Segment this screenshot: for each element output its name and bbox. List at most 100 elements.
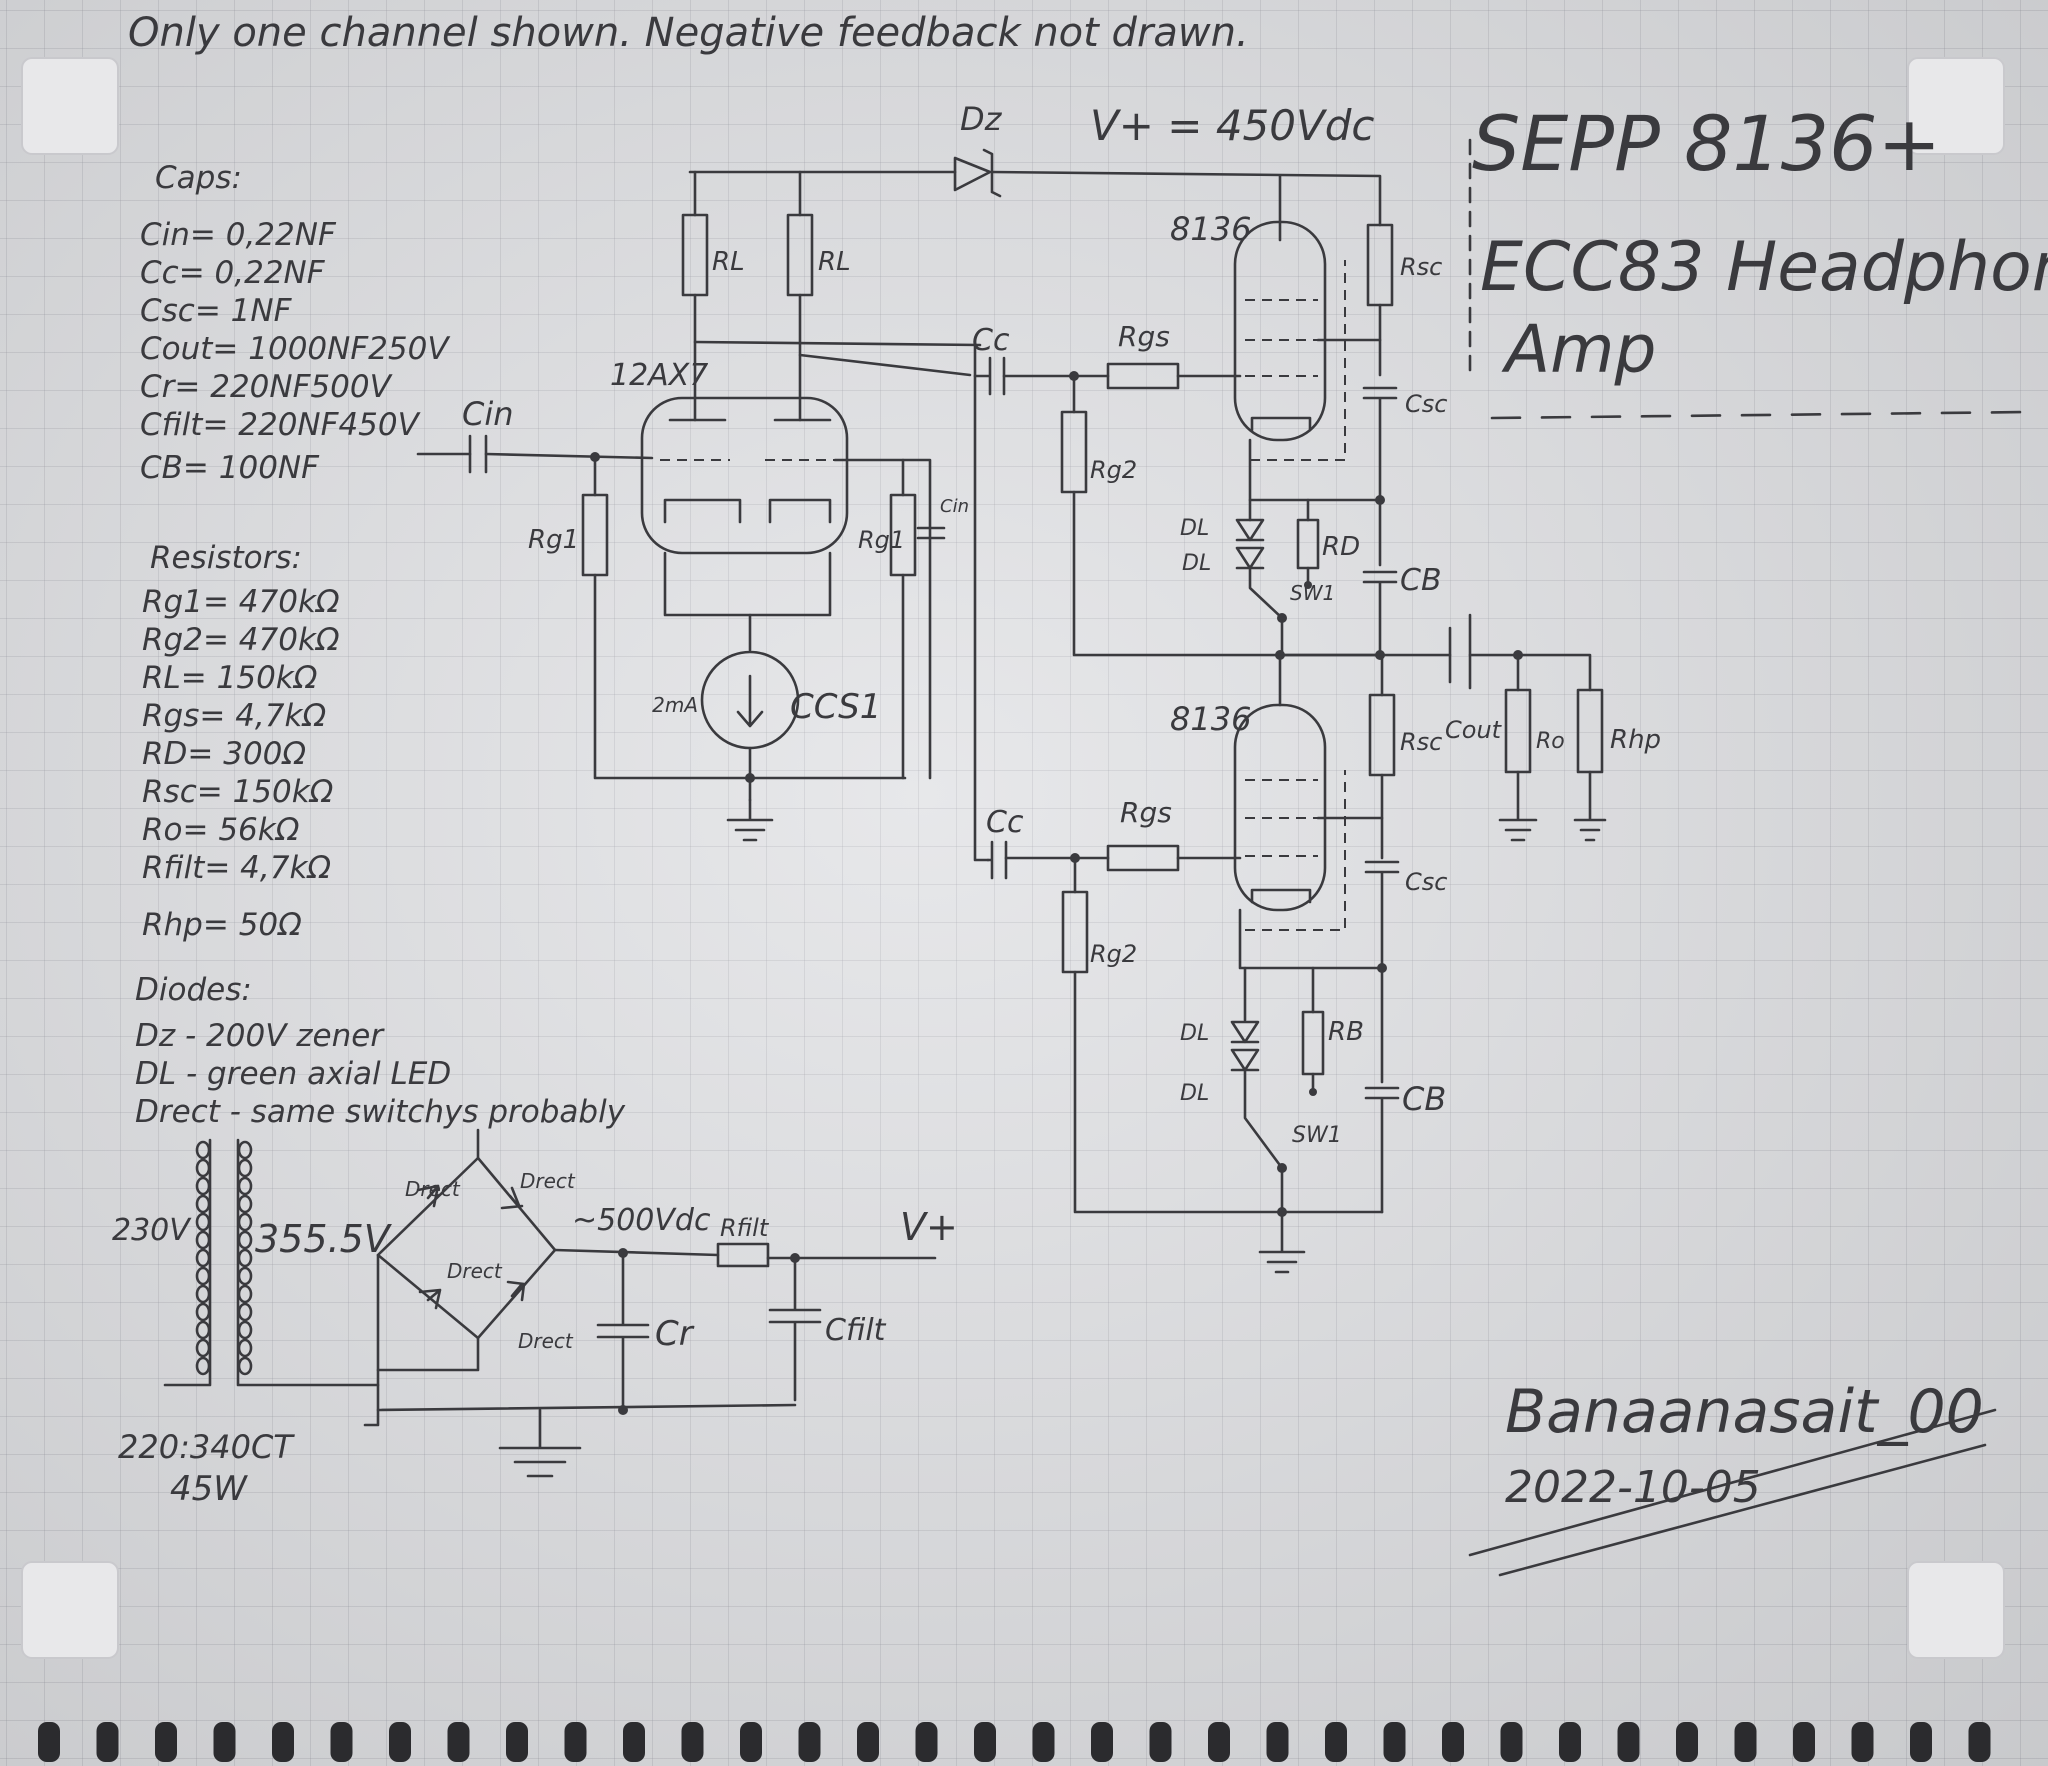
led-dl-bottom-1 bbox=[1230, 1020, 1260, 1044]
corner-marker-top-right bbox=[1907, 57, 2005, 155]
binding-ring bbox=[1208, 1722, 1230, 1762]
cap-item-5: Cr= 220NF500V bbox=[140, 369, 394, 405]
coupling-capacitor-cc-bottom bbox=[986, 840, 1008, 880]
resistor-item-6: Rsc= 150kΩ bbox=[142, 774, 334, 810]
tube-12ax7 bbox=[640, 396, 849, 555]
transformer-coil-right bbox=[237, 1140, 253, 1160]
transformer-coil-right bbox=[237, 1230, 253, 1250]
switch-sw1-bottom bbox=[1243, 1068, 1284, 1170]
binding-ring bbox=[1910, 1722, 1932, 1762]
transformer-coil-left bbox=[195, 1302, 211, 1322]
diodes-heading: Diodes: bbox=[135, 972, 252, 1008]
resistor-item-1: Rg1= 470kΩ bbox=[142, 584, 340, 620]
binding-ring bbox=[447, 1722, 470, 1762]
rl-b-label: RL bbox=[818, 247, 851, 277]
resistor-item-2: Rg2= 470kΩ bbox=[142, 622, 340, 658]
rgs-top-label: Rgs bbox=[1118, 320, 1170, 353]
corner-marker-bottom-right bbox=[1907, 1561, 2005, 1659]
resistor-item-7: Ro= 56kΩ bbox=[142, 812, 300, 848]
spiral-binding bbox=[38, 1722, 1991, 1762]
binding-ring bbox=[1091, 1722, 1113, 1762]
binding-ring bbox=[506, 1722, 528, 1762]
sw-top-label: SW1 bbox=[1290, 581, 1335, 605]
rg2-top-label: Rg2 bbox=[1090, 456, 1137, 484]
diode-drect-2 bbox=[500, 1186, 524, 1210]
secondary-voltage-label: 355.5V bbox=[255, 1217, 393, 1261]
binding-ring bbox=[1559, 1722, 1581, 1762]
binding-ring bbox=[38, 1722, 60, 1762]
cin-label: Cin bbox=[462, 395, 514, 433]
binding-ring bbox=[681, 1722, 704, 1762]
binding-ring bbox=[330, 1722, 353, 1762]
caps-heading: Caps: bbox=[155, 160, 242, 196]
cin-small-label: Cin bbox=[940, 496, 969, 517]
transformer-coil-left bbox=[195, 1338, 211, 1358]
reservoir-capacitor-cr bbox=[596, 1251, 650, 1414]
zener-diode-dz bbox=[953, 156, 992, 192]
wire-top-rail-right bbox=[990, 170, 1382, 227]
cr-label: Cr bbox=[655, 1314, 695, 1354]
binding-ring bbox=[974, 1722, 996, 1762]
ground-ro bbox=[1498, 770, 1538, 842]
led-dl-top-1 bbox=[1235, 518, 1265, 542]
sw-bottom-label: SW1 bbox=[1292, 1123, 1342, 1148]
tube-8136-bottom bbox=[1233, 703, 1327, 912]
diode-drect-3 bbox=[418, 1288, 442, 1310]
binding-ring bbox=[1383, 1722, 1406, 1762]
signature-date: 2022-10-05 bbox=[1505, 1462, 1761, 1513]
binding-ring bbox=[1676, 1722, 1698, 1762]
ccs-current-label: 2mA bbox=[652, 693, 698, 717]
transformer-coil-right bbox=[237, 1302, 253, 1322]
binding-ring bbox=[623, 1722, 645, 1762]
binding-ring bbox=[915, 1722, 938, 1762]
output-resistor-ro bbox=[1504, 688, 1532, 774]
signature-name: Banaanasait_00 bbox=[1505, 1377, 1984, 1447]
binding-ring bbox=[1851, 1722, 1874, 1762]
rl-a-label: RL bbox=[712, 247, 745, 277]
binding-ring bbox=[1968, 1722, 1991, 1762]
binding-ring bbox=[1032, 1722, 1055, 1762]
corner-marker-bottom-left bbox=[21, 1561, 119, 1659]
ground-input-stage bbox=[726, 798, 774, 842]
transformer-power-label: 45W bbox=[170, 1469, 248, 1509]
cap-item-1: Cin= 0,22NF bbox=[140, 217, 337, 253]
binding-ring bbox=[857, 1722, 879, 1762]
drect-4-label: Drect bbox=[518, 1329, 574, 1353]
binding-ring bbox=[96, 1722, 119, 1762]
rsc-bottom-label: Rsc bbox=[1400, 728, 1442, 756]
transformer-coil-right bbox=[237, 1338, 253, 1358]
cap-item-3: Csc= 1NF bbox=[140, 293, 293, 329]
coupling-network: Cc Rgs Rg2 Cc Rgs Rg2 bbox=[972, 320, 1384, 1214]
transformer-ratio-label: 220:340CT bbox=[118, 1428, 295, 1466]
transformer-coil-right bbox=[237, 1266, 253, 1286]
cathode-resistor-rd-top bbox=[1296, 518, 1320, 570]
input-stage: Dz RL RL 12AX7 CCS1 2mA Ci bbox=[416, 100, 1382, 842]
resistor-item-9: Rhp= 50Ω bbox=[142, 907, 302, 943]
binding-ring bbox=[740, 1722, 762, 1762]
binding-ring bbox=[1325, 1722, 1347, 1762]
rhp-label: Rhp bbox=[1610, 725, 1661, 755]
diode-drect-1 bbox=[416, 1184, 440, 1208]
transformer-coil-left bbox=[195, 1284, 211, 1304]
dl-top-1-label: DL bbox=[1180, 516, 1209, 541]
transformer-coil-right bbox=[237, 1248, 253, 1268]
screen-resistor-rsc-top bbox=[1366, 223, 1394, 307]
led-dl-top-2 bbox=[1235, 546, 1265, 570]
dl-bottom-1-label: DL bbox=[1180, 1021, 1209, 1046]
cap-item-6: Cfilt= 220NF450V bbox=[140, 407, 422, 443]
transformer-coil-right bbox=[237, 1176, 253, 1196]
headphone-load-rhp bbox=[1576, 688, 1604, 774]
rsc-top-label: Rsc bbox=[1400, 253, 1442, 281]
transformer-coil-right bbox=[237, 1158, 253, 1178]
corner-marker-top-left bbox=[21, 57, 119, 155]
ro-label: Ro bbox=[1536, 729, 1565, 754]
diode-drect-4 bbox=[506, 1280, 526, 1302]
transformer-coil-left bbox=[195, 1248, 211, 1268]
output-network: Cout Ro Rhp bbox=[1278, 613, 1661, 842]
cc-top-label: Cc bbox=[972, 323, 1010, 358]
vplus-output-label: V+ bbox=[900, 1205, 958, 1249]
ground-power-supply bbox=[498, 1408, 582, 1478]
cb-bottom-label: CB bbox=[1402, 1080, 1446, 1118]
